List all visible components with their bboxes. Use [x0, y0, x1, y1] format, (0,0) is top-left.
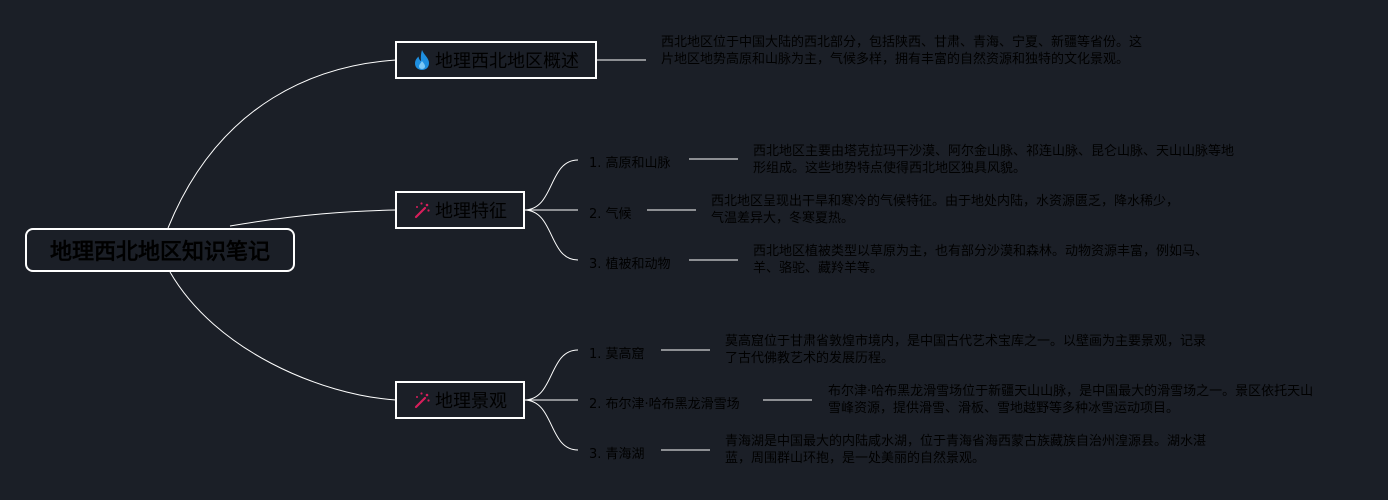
qinghai-lake-description: 青海湖是中国最大的内陆咸水湖，位于青海省海西蒙古族藏族自治州湟源县。湖水湛蓝，周… — [725, 434, 1207, 466]
leaf-ski-resort[interactable]: 2. 布尔津·哈布黑龙滑雪场 — [589, 397, 740, 412]
vegetation-animals-description: 西北地区植被类型以草原为主，也有部分沙漠和森林。动物资源丰富，例如马、羊、骆驼、… — [753, 244, 1209, 276]
mogao-caves-description: 莫高窟位于甘肃省敦煌市境内，是中国古代艺术宝库之一。以壁画为主要景观，记录了古代… — [725, 334, 1207, 366]
plateau-mountains-description: 西北地区主要由塔克拉玛干沙漠、阿尔金山脉、祁连山脉、昆仑山脉、天山山脉等地形组成… — [753, 144, 1235, 176]
magic-wand-icon — [413, 391, 431, 409]
root-node[interactable]: 地理西北地区知识笔记 — [25, 228, 295, 272]
connector-features-leaf-3 — [523, 209, 579, 261]
connector-landscape-leaf-1 — [523, 349, 579, 401]
branch-features[interactable]: 地理特征 — [395, 191, 525, 229]
leaf-qinghai-lake[interactable]: 3. 青海湖 — [589, 447, 645, 462]
branch-landscape-label: 地理景观 — [435, 391, 507, 412]
branch-overview[interactable]: 地理西北地区概述 — [395, 41, 597, 79]
connector-landscape-leaf-3 — [523, 399, 579, 451]
root-title: 地理西北地区知识笔记 — [49, 240, 270, 265]
connector-root-landscape — [169, 271, 397, 401]
branch-overview-label: 地理西北地区概述 — [435, 51, 579, 72]
connector-root-overview — [167, 59, 397, 229]
leaf-climate[interactable]: 2. 气候 — [589, 207, 632, 222]
fire-icon — [413, 49, 431, 71]
branch-landscape[interactable]: 地理景观 — [395, 381, 525, 419]
leaf-plateau-mountains[interactable]: 1. 高原和山脉 — [589, 156, 671, 171]
leaf-mogao-caves[interactable]: 1. 莫高窟 — [589, 347, 645, 362]
climate-description: 西北地区呈现出干旱和寒冷的气候特征。由于地处内陆，水资源匮乏，降水稀少，气温差异… — [711, 194, 1180, 226]
connector-features-leaf-1 — [523, 159, 579, 211]
connector-root-features — [229, 209, 397, 227]
branch-features-label: 地理特征 — [435, 201, 507, 222]
magic-wand-icon — [413, 201, 431, 219]
overview-description: 西北地区位于中国大陆的西北部分，包括陕西、甘肃、青海、宁夏、新疆等省份。这片地区… — [661, 35, 1143, 67]
leaf-vegetation-animals[interactable]: 3. 植被和动物 — [589, 257, 671, 272]
ski-resort-description: 布尔津·哈布黑龙滑雪场位于新疆天山山脉，是中国最大的滑雪场之一。景区依托天山雪峰… — [828, 384, 1314, 416]
